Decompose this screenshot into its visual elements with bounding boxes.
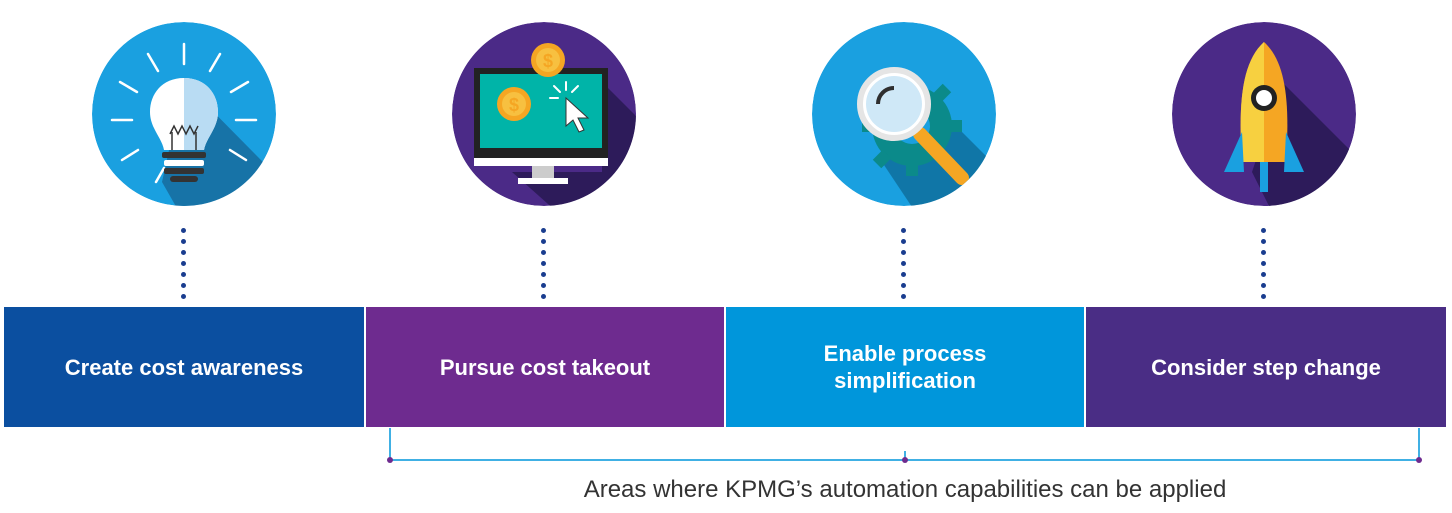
lightbulb-circle <box>92 22 276 206</box>
bracket-center-dot <box>902 457 908 463</box>
step-enable-process-simplification: Enable process simplification <box>726 307 1084 427</box>
bracket-caption: Areas where KPMG’s automation capabiliti… <box>583 476 1227 503</box>
step-create-cost-awareness: Create cost awareness <box>4 307 364 427</box>
rocket-circle <box>1172 22 1356 206</box>
connector-dots-1 <box>180 228 188 300</box>
step-label: Consider step change <box>1151 354 1381 380</box>
bracket-end-dot-right <box>1416 457 1422 463</box>
connector-dots-4 <box>1260 228 1268 300</box>
step-label: Create cost awareness <box>64 354 304 380</box>
svg-text:$: $ <box>509 95 519 115</box>
lightbulb-icon <box>92 22 276 206</box>
computer-coins-circle: $ $ <box>452 22 636 206</box>
step-label: Enable process simplification <box>823 341 987 393</box>
bracket-end-dot-left <box>387 457 393 463</box>
magnifier-gear-icon <box>812 22 996 206</box>
step-pursue-cost-takeout: Pursue cost takeout <box>366 307 724 427</box>
connector-dots-3 <box>900 228 908 300</box>
step-consider-step-change: Consider step change <box>1086 307 1446 427</box>
magnifier-gear-circle <box>812 22 996 206</box>
computer-coins-icon: $ $ <box>452 22 636 206</box>
connector-dots-2 <box>540 228 548 300</box>
svg-text:$: $ <box>543 51 553 71</box>
automation-bracket <box>387 428 1422 463</box>
step-label: Pursue cost takeout <box>439 354 651 380</box>
rocket-icon <box>1172 22 1356 206</box>
